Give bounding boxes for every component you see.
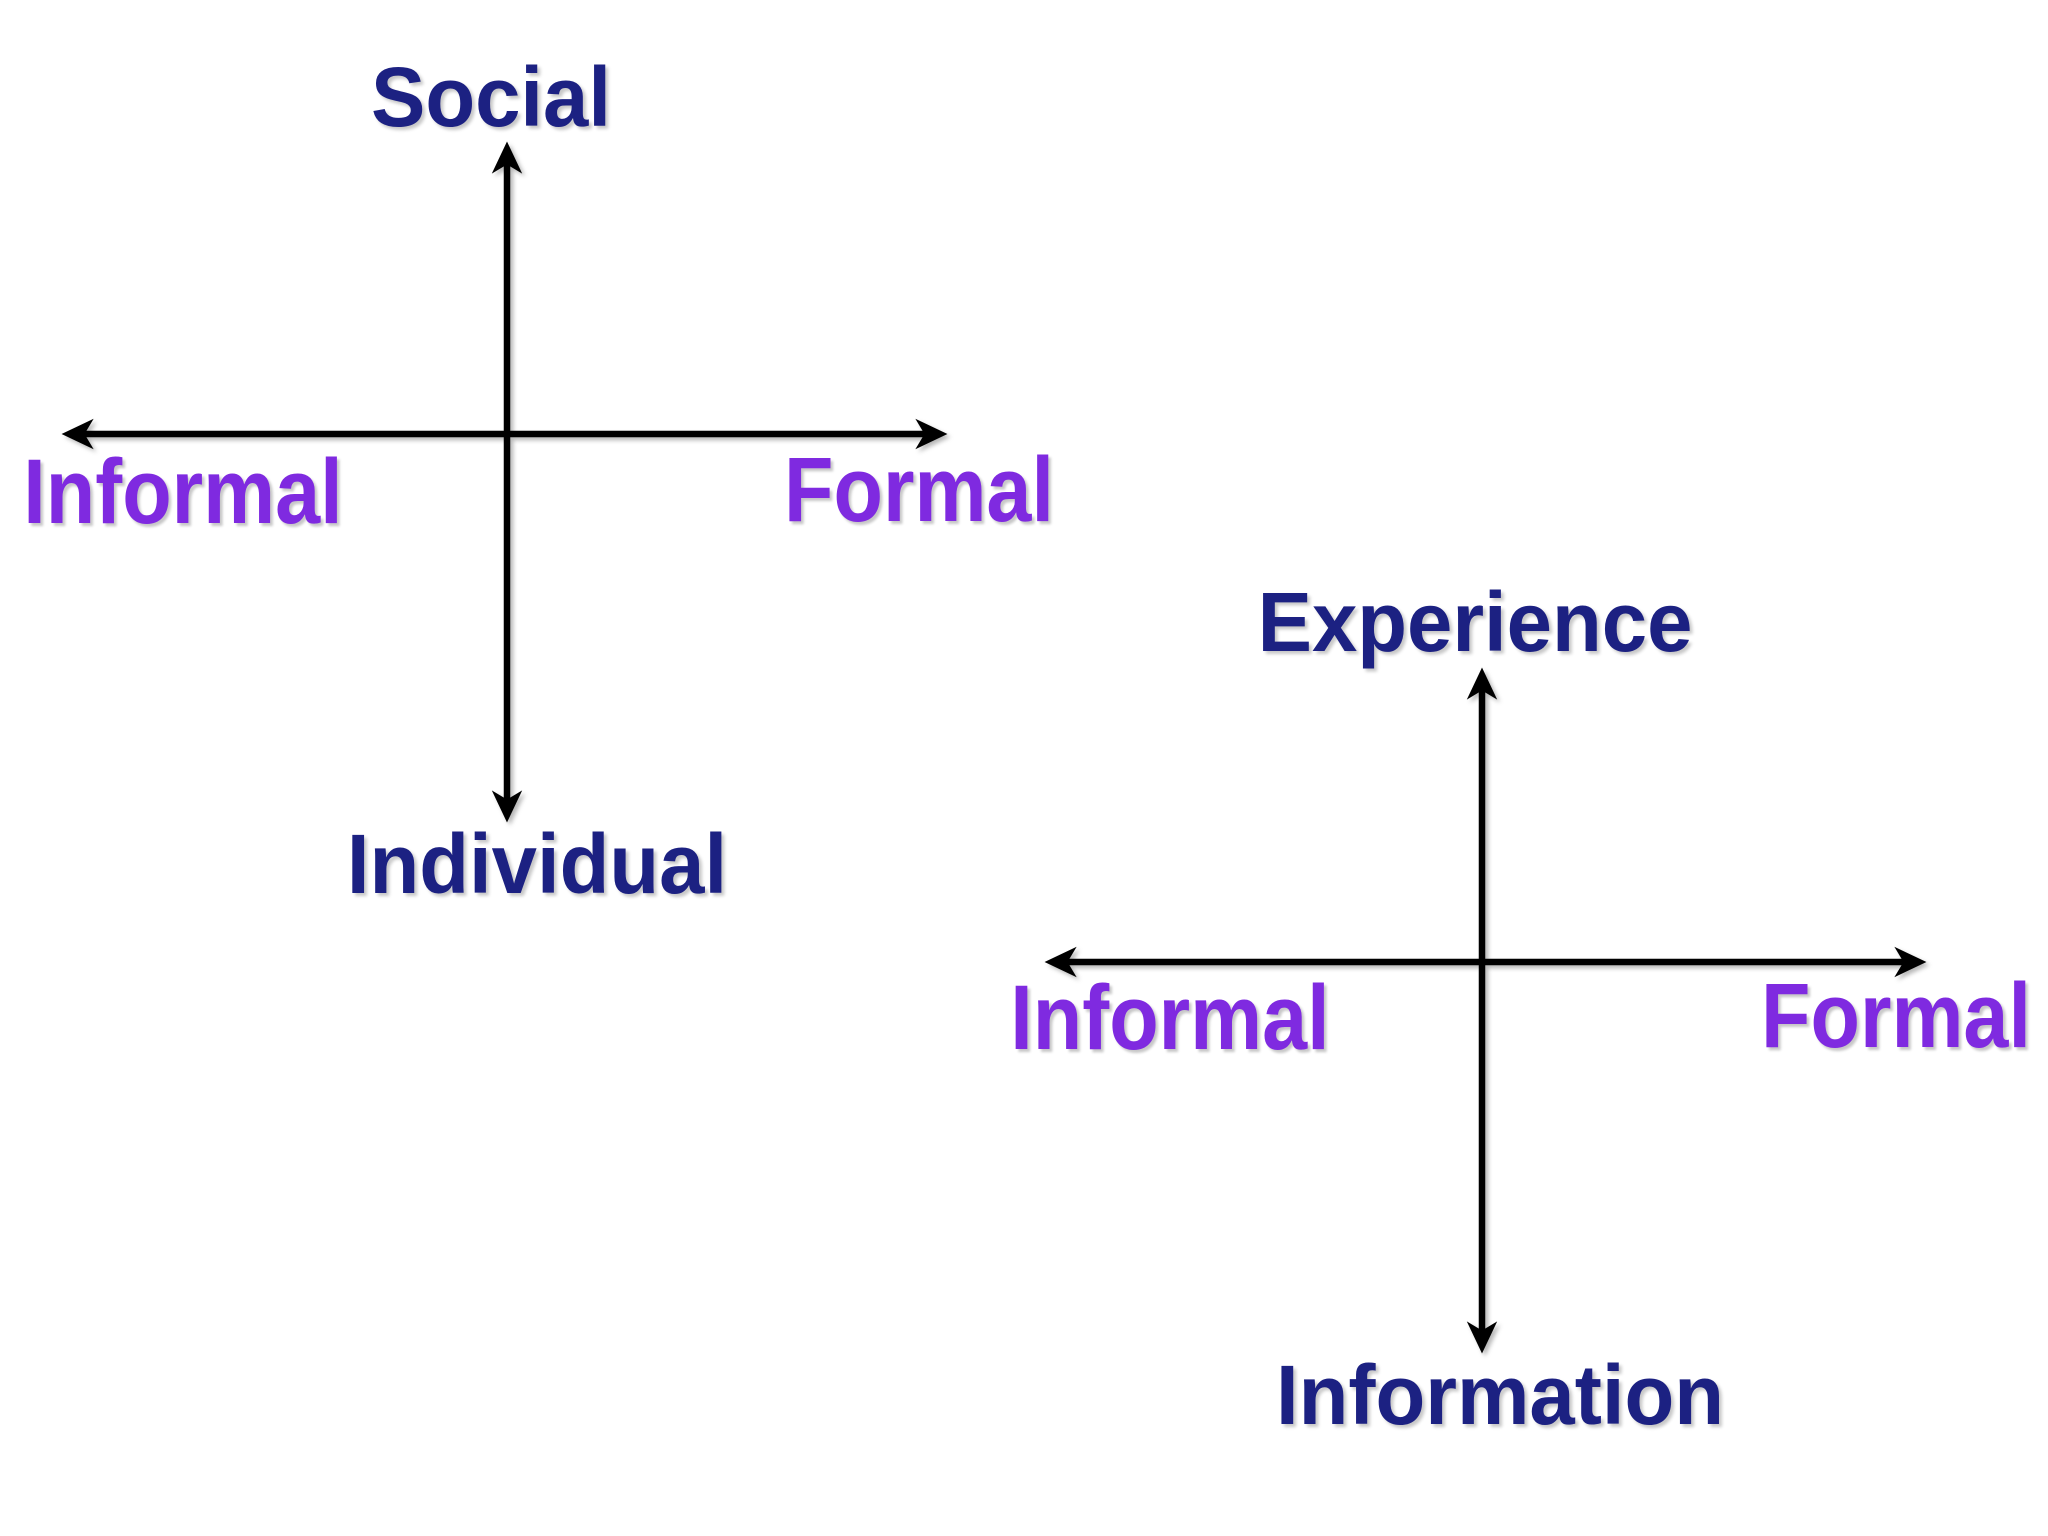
- left-diagram-bottom-label: Individual: [346, 817, 728, 911]
- left-diagram-left-label: Informal: [23, 441, 343, 543]
- left-diagram-axes: [61, 141, 948, 823]
- left-diagram-top-label: Social: [370, 50, 612, 144]
- right-diagram-right-label: Formal: [1761, 965, 2031, 1067]
- right-diagram-left-label: Informal: [1010, 967, 1330, 1069]
- right-diagram-top-label: Experience: [1257, 575, 1693, 669]
- right-diagram-axes: [1044, 667, 1927, 1354]
- right-diagram-bottom-label: Information: [1275, 1348, 1725, 1442]
- left-diagram-right-label: Formal: [784, 439, 1054, 541]
